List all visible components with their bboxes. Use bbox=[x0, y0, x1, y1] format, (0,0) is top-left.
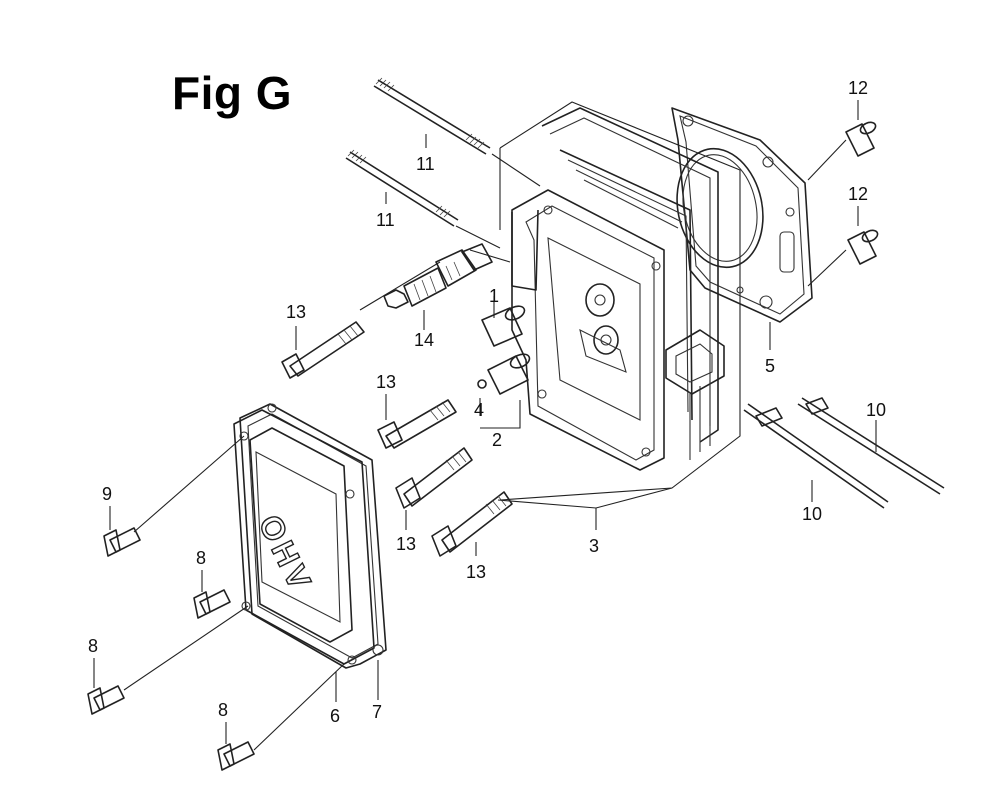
callout-9: 9 bbox=[102, 484, 112, 504]
callout-4: 4 bbox=[474, 400, 484, 420]
callout-1: 1 bbox=[489, 286, 499, 306]
stud-bolt-upper bbox=[373, 77, 491, 155]
stud-bolt-lower bbox=[345, 149, 459, 227]
clip bbox=[477, 379, 487, 389]
cover-bolt-c bbox=[217, 741, 255, 771]
callout-13c: 13 bbox=[396, 534, 416, 554]
push-rod-upper bbox=[797, 397, 945, 495]
callout-12a: 12 bbox=[848, 78, 868, 98]
callout-10a: 10 bbox=[866, 400, 886, 420]
cover-text-ohv: OHV bbox=[252, 509, 320, 598]
callout-8b: 8 bbox=[88, 636, 98, 656]
callout-7: 7 bbox=[372, 702, 382, 722]
leader-lines bbox=[93, 100, 877, 751]
cover-bolt-a bbox=[193, 589, 231, 619]
breather-bolt bbox=[103, 527, 141, 557]
valve-guide-upper bbox=[481, 305, 526, 347]
callout-10b: 10 bbox=[802, 504, 822, 524]
head-gasket bbox=[671, 107, 813, 323]
callout-2: 2 bbox=[492, 430, 502, 450]
callout-8c: 8 bbox=[218, 700, 228, 720]
dowel-pin-lower bbox=[847, 229, 879, 265]
callout-11a: 11 bbox=[416, 154, 435, 174]
callout-13a: 13 bbox=[286, 302, 306, 322]
callout-8a: 8 bbox=[196, 548, 206, 568]
spark-plug bbox=[383, 243, 493, 309]
callout-14: 14 bbox=[414, 330, 434, 350]
flange-bolt-bottom bbox=[431, 491, 513, 557]
flange-bolt-mid bbox=[377, 399, 457, 449]
callout-12b: 12 bbox=[848, 184, 868, 204]
dowel-pin-upper bbox=[845, 121, 877, 157]
push-rod-lower bbox=[743, 403, 889, 509]
callout-labels: 11 11 12 12 13 14 1 5 13 4 2 10 9 10 13 … bbox=[88, 78, 886, 726]
flange-bolt-upper bbox=[281, 321, 365, 379]
callout-5: 5 bbox=[765, 356, 775, 376]
callout-6: 6 bbox=[330, 706, 340, 726]
callout-13b: 13 bbox=[376, 372, 396, 392]
callout-13d: 13 bbox=[466, 562, 486, 582]
callout-3: 3 bbox=[589, 536, 599, 556]
callout-11b: 11 bbox=[376, 210, 395, 230]
cylinder-head bbox=[499, 101, 741, 501]
flange-bolt-lower bbox=[395, 447, 473, 509]
cover-bolt-b bbox=[87, 685, 125, 715]
figure-title: Fig G bbox=[172, 67, 293, 119]
head-cover bbox=[233, 403, 387, 669]
valve-guide-lower bbox=[487, 353, 531, 395]
